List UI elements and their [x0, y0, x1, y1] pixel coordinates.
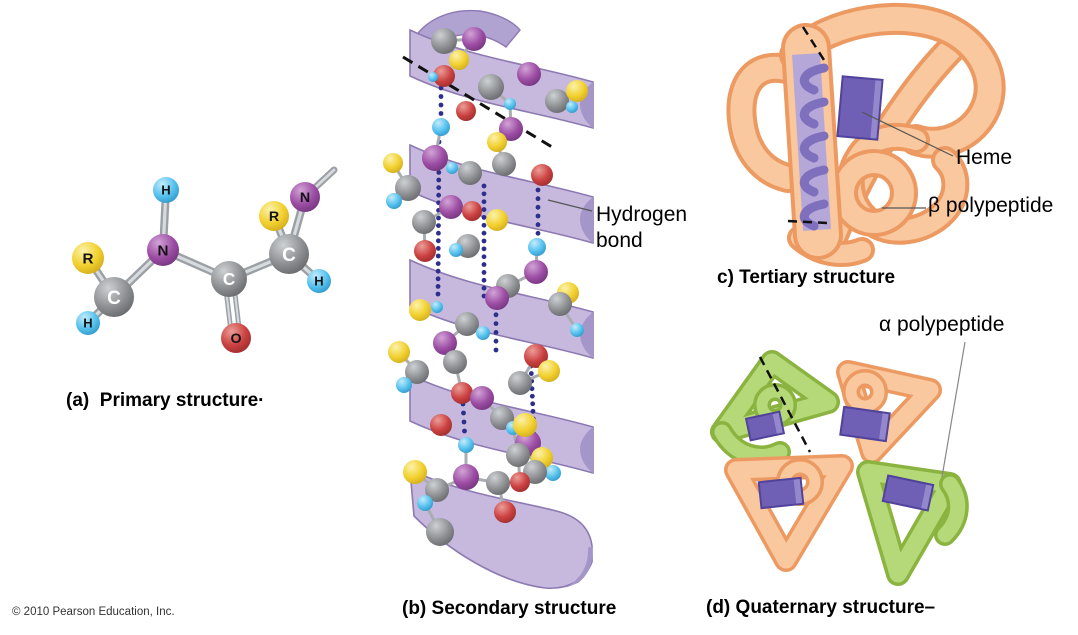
svg-text:C: C [223, 270, 235, 289]
svg-text:N: N [158, 242, 169, 259]
hydrogen-bond-label: Hydrogen bond [596, 203, 688, 253]
heme-group [836, 75, 884, 141]
svg-text:C: C [282, 245, 296, 266]
copyright-text: © 2010 Pearson Education, Inc. [12, 606, 175, 618]
svg-text:H: H [83, 316, 92, 331]
secondary-structure-helix [383, 9, 594, 589]
caption-quaternary-structure: (d) Quaternary structure– [706, 597, 936, 618]
caption-tertiary-structure: c) Tertiary structure [717, 267, 896, 288]
caption-secondary-structure: (b) Secondary structure [402, 598, 617, 619]
beta-polypeptide-label: β polypeptide [928, 194, 1054, 217]
quaternary-structure-blob [710, 341, 969, 586]
svg-text:H: H [314, 274, 323, 289]
svg-text:N: N [300, 190, 310, 206]
tertiary-structure-blob [726, 2, 1006, 267]
svg-text:O: O [230, 331, 241, 347]
caption-primary-structure: (a) Primary structure· [66, 390, 265, 411]
svg-text:R: R [83, 250, 94, 267]
heme-group [881, 474, 935, 512]
svg-text:R: R [269, 209, 279, 225]
svg-text:H: H [161, 183, 170, 198]
svg-text:C: C [107, 288, 121, 309]
alpha-polypeptide-label: α polypeptide [879, 313, 1005, 336]
heme-label: Heme [956, 146, 1013, 169]
heme-group [757, 476, 805, 510]
heme-group [839, 405, 891, 443]
heme-group [744, 410, 786, 442]
